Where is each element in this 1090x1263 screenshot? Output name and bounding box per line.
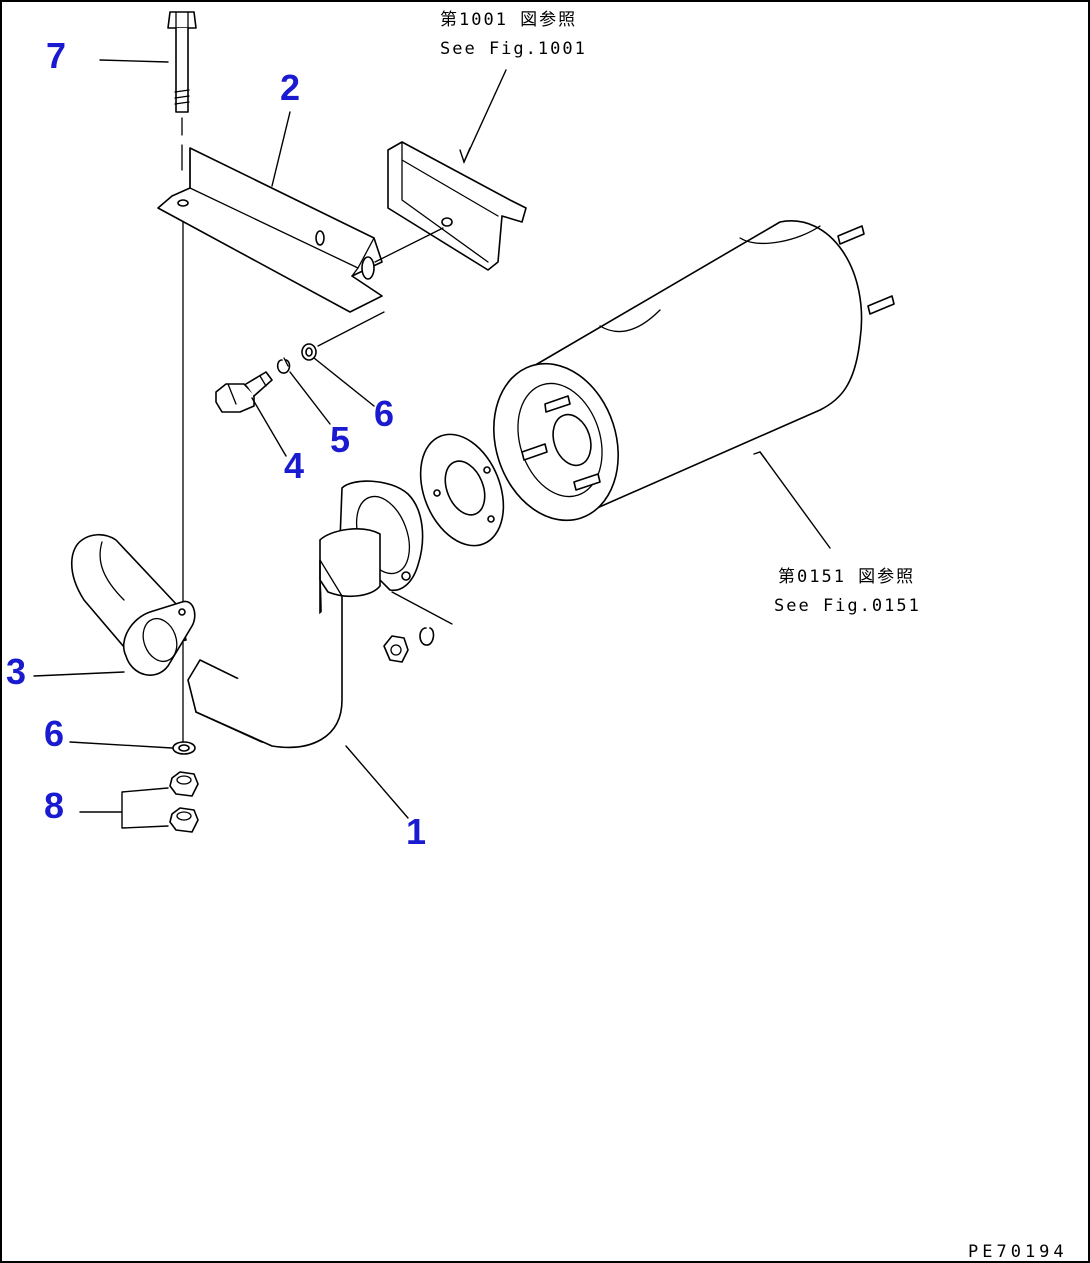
bracket-slot (315, 230, 325, 246)
part-4-bolt (215, 371, 273, 413)
part-5-spring-washer (276, 357, 291, 374)
flange-washer (419, 627, 435, 646)
part-2-bracket (157, 147, 383, 313)
part-1-exhaust-pipe (71, 480, 424, 749)
muffler-ref-0151 (493, 220, 895, 522)
callout-2: 2 (280, 67, 300, 108)
ref-bracket-hole (441, 217, 453, 227)
bracket-hole (177, 199, 189, 207)
part-8-nut-lower (169, 807, 199, 833)
callout-6-lower: 6 (44, 713, 64, 754)
part-7-bolt (167, 11, 197, 171)
upper-bolt-axis (317, 311, 385, 347)
callout-3: 3 (6, 651, 26, 692)
leader-lines (33, 59, 831, 829)
callout-6-upper: 6 (374, 393, 394, 434)
gasket (419, 433, 505, 547)
ref-fig1001-jp: 第1001 図参照 (440, 10, 577, 30)
callout-5: 5 (330, 419, 350, 460)
callout-4: 4 (284, 445, 304, 486)
ref-fig0151-jp: 第0151 図参照 (778, 567, 915, 587)
bracket-slot (361, 256, 375, 280)
ref-fig1001-en: See Fig.1001 (440, 39, 587, 59)
flange-bolt-axis (391, 591, 453, 625)
ref-fig0151-en: See Fig.0151 (774, 596, 921, 616)
part-6-washer-upper (301, 343, 317, 361)
drawing-code: PE70194 (968, 1242, 1068, 1262)
callout-7: 7 (46, 35, 66, 76)
part-8-nut-upper (169, 771, 199, 797)
flange-nut (383, 635, 409, 663)
callout-1: 1 (406, 811, 426, 852)
part-3-flange (123, 600, 196, 676)
mount-bracket-ref-1001 (374, 141, 527, 271)
part-6-washer-lower (172, 741, 196, 755)
callout-8: 8 (44, 785, 64, 826)
